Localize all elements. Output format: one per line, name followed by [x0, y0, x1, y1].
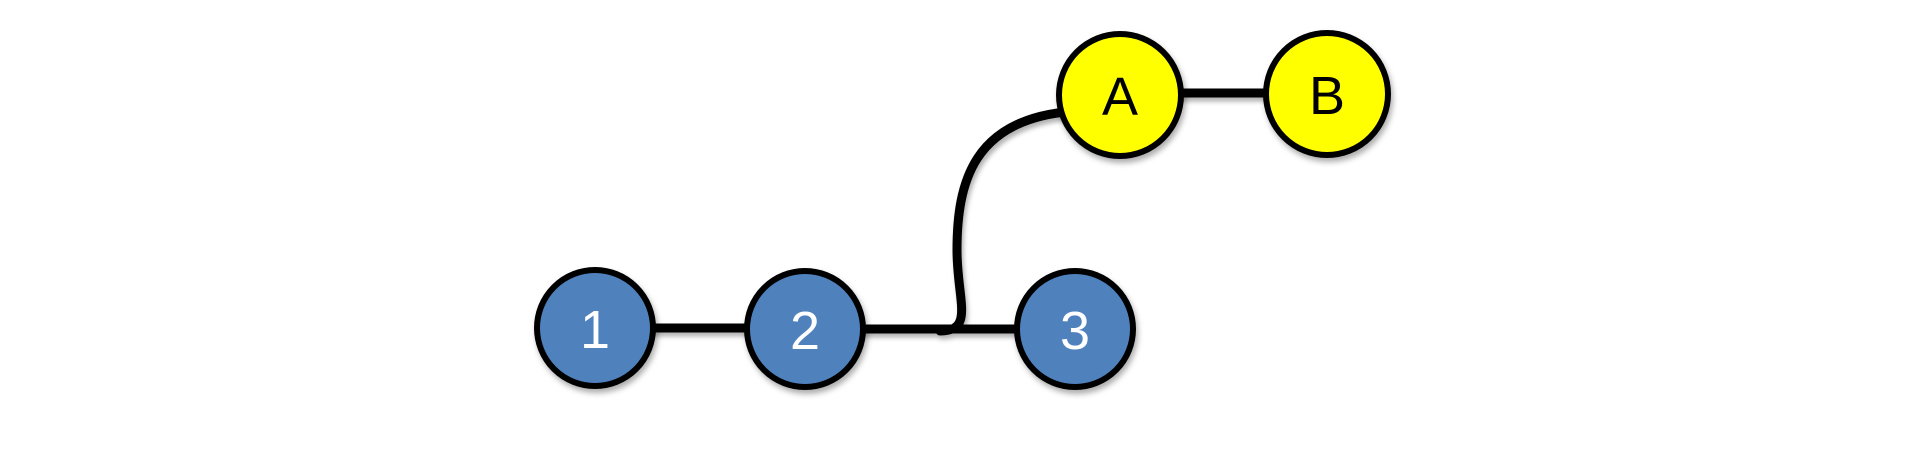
node-2-circle[interactable] — [744, 268, 866, 390]
node-1-circle[interactable] — [534, 267, 656, 389]
node-2[interactable]: 2 — [744, 268, 866, 390]
node-1[interactable]: 1 — [534, 267, 656, 389]
node-3-circle[interactable] — [1014, 268, 1136, 390]
edges-layer — [651, 88, 1270, 336]
node-B[interactable]: B — [1263, 30, 1391, 158]
node-B-circle[interactable] — [1263, 30, 1391, 158]
node-A-circle[interactable] — [1056, 31, 1184, 159]
node-A[interactable]: A — [1056, 31, 1184, 159]
edge-2-A[interactable] — [935, 107, 1070, 336]
node-3[interactable]: 3 — [1014, 268, 1136, 390]
